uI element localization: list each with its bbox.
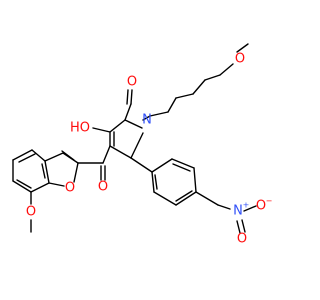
atom-label: O (237, 232, 247, 247)
bond (130, 157, 153, 173)
bond (30, 182, 50, 193)
bond (16, 179, 32, 189)
bond (124, 103, 132, 121)
atom-label: O (98, 180, 108, 195)
bond (130, 89, 133, 105)
bond (61, 150, 75, 161)
bond (109, 119, 126, 133)
bond (149, 111, 169, 117)
bond (109, 145, 132, 159)
bond (151, 171, 155, 193)
bond (175, 190, 193, 202)
bond (44, 160, 50, 184)
bond (193, 167, 197, 193)
bond (102, 145, 111, 164)
atom-label: O (26, 205, 36, 220)
bond (142, 115, 151, 121)
bond (41, 163, 46, 179)
bond (167, 97, 177, 113)
bond (236, 220, 241, 234)
atom-label: O (235, 52, 245, 67)
bond (175, 93, 194, 99)
bond (175, 191, 197, 206)
bond (153, 191, 177, 206)
atom-label: O (127, 75, 137, 90)
bond (92, 127, 111, 133)
bond (243, 205, 257, 212)
bond (151, 158, 173, 173)
bond (241, 219, 246, 233)
atom-label: N (233, 204, 243, 219)
bond (192, 79, 206, 95)
bond (171, 158, 195, 169)
bond (73, 162, 79, 183)
bond-layer (12, 43, 257, 234)
bond (219, 63, 234, 76)
bond (126, 89, 129, 105)
bond (130, 132, 144, 159)
bond (44, 152, 64, 162)
bond (236, 43, 249, 53)
atom-label: O (65, 181, 75, 196)
bond (154, 174, 158, 190)
bond (12, 180, 32, 193)
atom-charge: + (243, 201, 250, 210)
bond (195, 191, 219, 206)
atom-label-layer: O O N HO O O O N + O − O (26, 52, 272, 247)
atom-label: HO (70, 121, 90, 136)
atom-label: N (142, 113, 152, 128)
bond (204, 74, 221, 81)
bond (31, 149, 46, 162)
bond (172, 163, 191, 172)
bond (18, 153, 36, 163)
molecule-structure: O O N HO O O O N + O − O (12, 43, 272, 247)
bond (48, 182, 65, 187)
bond (12, 149, 33, 161)
bond (217, 204, 231, 210)
bond (124, 119, 143, 129)
atom-charge: − (266, 197, 273, 206)
atom-label: O (256, 199, 266, 214)
